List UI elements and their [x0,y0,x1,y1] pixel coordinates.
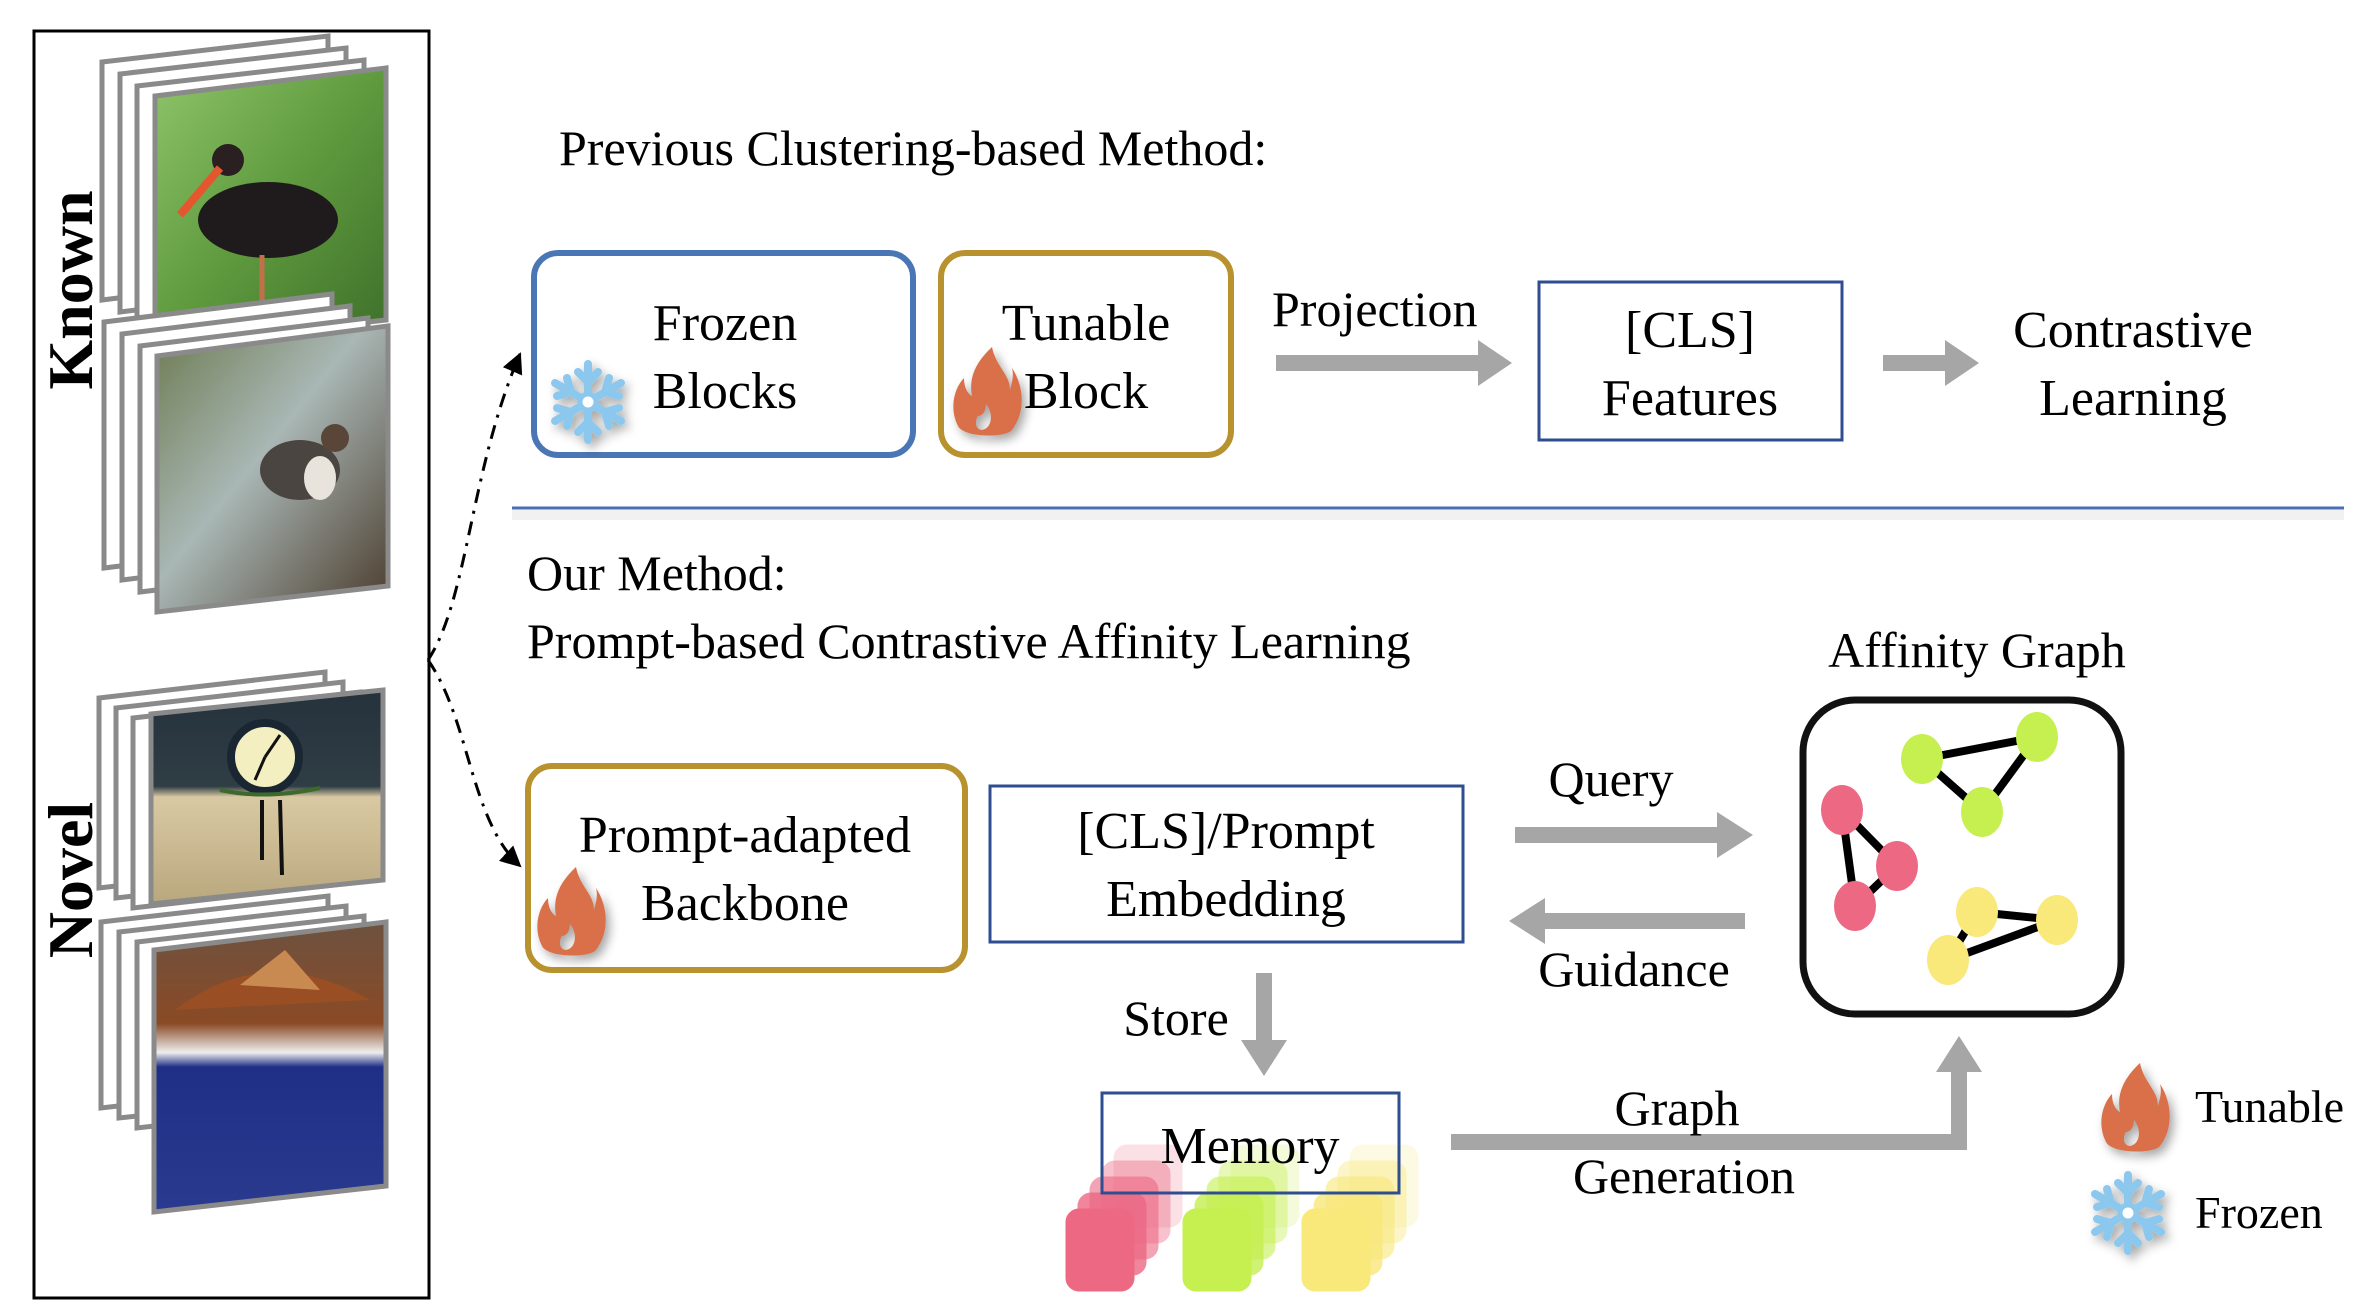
legend-frozen-label: Frozen [2195,1187,2323,1238]
dataset-panel: Known Novel [32,29,431,1300]
connector-to-previous [426,352,523,661]
cls-prompt-embedding-box: [CLS]/Prompt Embedding [988,784,1465,944]
frozen-blocks-line2: Blocks [653,363,797,420]
graph-node [1956,887,1998,937]
guidance-label: Guidance [1538,941,1730,997]
affinity-graph-title: Affinity Graph [1828,622,2126,678]
embedding-line2: Embedding [1106,871,1346,928]
embedding-line1: [CLS]/Prompt [1077,803,1375,860]
clock-image [148,687,386,907]
known-label: Known [35,190,106,389]
our-method-heading: Our Method: [527,545,787,601]
cls-features-line1: [CLS] [1625,302,1755,359]
graph-node [1821,785,1863,835]
query-arrow [1515,812,1753,858]
previous-method-heading: Previous Clustering-based Method: [559,120,1267,176]
graph-nodes [1821,712,2078,985]
memory-cards [1065,1144,1419,1292]
graph-generation-line2: Generation [1573,1148,1795,1204]
frozen-blocks-box: Frozen Blocks [531,250,916,458]
graph-node [2016,712,2058,762]
cls-features-line2: Features [1602,370,1778,427]
store-arrow [1241,973,1287,1076]
store-label: Store [1123,990,1229,1046]
flame-icon [537,867,606,956]
tunable-block-box: Tunable Block [938,250,1234,458]
contrastive-learning-line2: Learning [2039,370,2227,427]
graph-node [1901,734,1943,784]
memory-label: Memory [1160,1118,1339,1175]
legend-tunable-label: Tunable [2195,1081,2344,1132]
graph-generation-arrow [1451,1036,1982,1150]
prompt-adapted-backbone-box: Prompt-adapted Backbone [525,763,968,973]
graph-node [2036,895,2078,945]
flame-icon [953,347,1022,436]
memory-box [1100,1091,1401,1195]
memory-bank: Memory [1065,1091,1419,1292]
query-label: Query [1549,751,1674,807]
graph-node [1961,787,2003,837]
guidance-arrow [1509,898,1745,944]
graph-node [1834,881,1876,931]
frozen-blocks-line1: Frozen [653,295,797,352]
graph-generation-line1: Graph [1615,1080,1740,1136]
image-stack-known-1 [99,33,389,349]
affinity-graph [1799,696,2125,1018]
contrastive-learning-line1: Contrastive [2013,302,2253,359]
memory-card [1065,1208,1135,1292]
projection-label: Projection [1272,281,1478,337]
backbone-line2: Backbone [641,875,849,932]
novel-label: Novel [35,802,106,958]
legend: Tunable Frozen [2091,1063,2344,1255]
our-method-subtitle: Prompt-based Contrastive Affinity Learni… [527,613,1411,669]
connector-to-ours [426,659,522,868]
image-stack-novel-1 [96,669,386,911]
contrastive-arrow [1883,340,1979,386]
cls-features-box: [CLS] Features [1537,280,1844,442]
tunable-block-line2: Block [1024,363,1148,420]
memory-card [1301,1208,1371,1292]
legend-snowflake-icon [2091,1171,2165,1255]
image-stack-novel-2 [98,893,389,1215]
graph-node [1927,935,1969,985]
memory-card [1182,1208,1252,1292]
tunable-block-line1: Tunable [1002,295,1171,352]
section-divider [512,506,2344,520]
projection-arrow [1276,340,1512,386]
snowflake-icon [551,360,625,444]
graph-node [1876,841,1918,891]
input-connector [426,352,523,868]
legend-flame-icon [2101,1063,2170,1152]
backbone-line1: Prompt-adapted [579,807,911,864]
image-stack-known-2 [101,291,391,615]
